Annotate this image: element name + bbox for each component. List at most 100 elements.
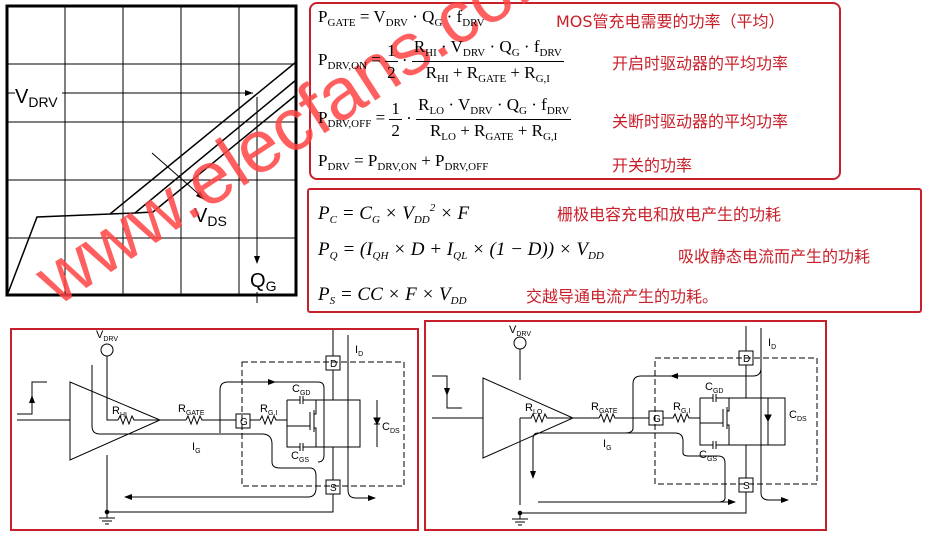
vds-arrow [151, 152, 203, 198]
formula-symbol: P [318, 7, 328, 26]
rgi-label: RG,I [673, 401, 690, 415]
formula-subscript: G [511, 47, 520, 59]
rhi-resistor [117, 414, 158, 426]
gate-pin-label: G [653, 414, 661, 425]
ig-current-arrow [91, 365, 317, 500]
formula-symbol: · f [442, 7, 463, 26]
qg-label: QG [250, 270, 276, 294]
formula-description: 开关的功率 [612, 156, 693, 175]
mosfet-package-outline [241, 361, 405, 487]
formula-subscript: DRV [385, 17, 408, 29]
turn-off-circuit-labels: VDRV RLO RGATE G RG,I D S ID IG CGD CGS … [509, 324, 807, 492]
mosfet-package-outline [654, 357, 818, 485]
formula-symbol: · Q [492, 95, 520, 114]
formula-symbol: · Q [485, 37, 512, 56]
formula-symbol: = V [355, 7, 386, 26]
formula-subscript: HI [437, 73, 449, 85]
formula-symbol: P [318, 50, 328, 70]
turn-off-circuit [432, 326, 818, 526]
cgd-label: CGD [705, 381, 723, 395]
formula-subscript: DRV,ON [377, 161, 417, 173]
formula-symbol: = [367, 50, 386, 70]
rgate-label: RGATE [591, 401, 618, 415]
formula-subscript: C [329, 214, 337, 226]
formula-superscript: 2 [429, 202, 436, 214]
rlo-label: RLO [525, 402, 543, 416]
rgi-label: RG,I [260, 403, 277, 417]
ig-label: IG [192, 441, 201, 455]
driver-power-formula-box [309, 2, 841, 180]
id-current-arrow [347, 335, 376, 501]
formula-subscript: DD [413, 214, 430, 226]
formula-description: 吸收静态电流而产生的功耗 [678, 247, 871, 266]
rhi-label: RHI [112, 405, 127, 419]
vdrv-supply-icon [513, 336, 527, 350]
cgs-label: CGS [291, 450, 309, 464]
power-loss-formula-box [307, 188, 922, 313]
formula-subscript: DRV,OFF [327, 118, 372, 131]
formula-description: 关断时驱动器的平均功率 [612, 112, 789, 131]
turn-off-circuit-frame [424, 320, 827, 531]
cds-label: CDS [789, 409, 807, 423]
formula-subscript: G,I [542, 131, 558, 143]
formula-subscript: DRV [462, 47, 486, 59]
formula-symbol: = (I [337, 239, 373, 260]
formula-symbol: P [318, 239, 330, 260]
rgate-label: RGATE [178, 403, 205, 417]
formula-symbol: R [425, 63, 438, 82]
formula: PS = CC × F × VDD [318, 285, 467, 307]
turn-on-circuit-frame [10, 328, 419, 531]
rlo-resistor [520, 412, 571, 424]
formula-symbol: R [413, 37, 426, 56]
formula-subscript: G [371, 214, 380, 226]
formula-description: 交越导通电流产生的功耗。 [526, 287, 719, 306]
formula-symbol: = CC × F × V [335, 284, 451, 305]
formula-symbol: + R [506, 63, 536, 82]
formula-subscript: Q [329, 250, 338, 262]
formula-subscript: DRV [470, 105, 493, 117]
cds-label: CDS [382, 421, 400, 435]
formula-symbol: × F [435, 203, 470, 224]
formula-subscript: HI [425, 47, 437, 59]
formula-symbol: · Q [407, 7, 435, 26]
formula-symbol: × V [379, 203, 414, 224]
formula-symbol: × (1 − D)) × V [467, 239, 588, 260]
formula-subscript: DRV [546, 105, 570, 117]
formula-subscript: G [519, 105, 527, 117]
formula-symbol: × D + I [388, 239, 454, 260]
id-current-arrow [760, 328, 789, 503]
formula-symbol: + R [448, 63, 479, 82]
formula-symbol: = C [336, 203, 372, 224]
graph-frame [5, 4, 298, 297]
rgate-resistor [598, 412, 649, 424]
source-pin-label: S [743, 481, 750, 492]
formula-subscript: DRV [327, 161, 350, 173]
formula-symbol: · f [527, 95, 547, 114]
formula-subscript: DD [587, 250, 604, 262]
formula-symbol: R [418, 95, 430, 114]
rgi-resistor [259, 414, 287, 426]
formula-description: 栅极电容充电和放电产生的功耗 [557, 205, 782, 224]
formula-symbol: · V [444, 95, 471, 114]
formula-subscript: DRV,ON [327, 60, 368, 73]
formula-symbol: + R [455, 121, 486, 140]
formula: PQ = (IQH × D + IQL × (1 − D)) × VDD [318, 240, 604, 262]
id-label: ID [768, 337, 776, 351]
id-label: ID [355, 344, 363, 358]
drain-pin-label: D [330, 359, 337, 370]
formula-symbol: P [318, 108, 328, 128]
formula: PDRV = PDRV,ON + PDRV,OFF [318, 152, 488, 173]
driver-amplifier [69, 381, 162, 461]
formula-subscript: QH [372, 250, 389, 262]
formula-subscript: G,I [535, 73, 550, 85]
formula-symbol: = P [349, 151, 378, 170]
formula-symbol: · f [519, 37, 540, 56]
vgs-curves [7, 61, 297, 294]
formula-subscript: GATE [485, 131, 514, 143]
gate-pin [235, 413, 251, 429]
